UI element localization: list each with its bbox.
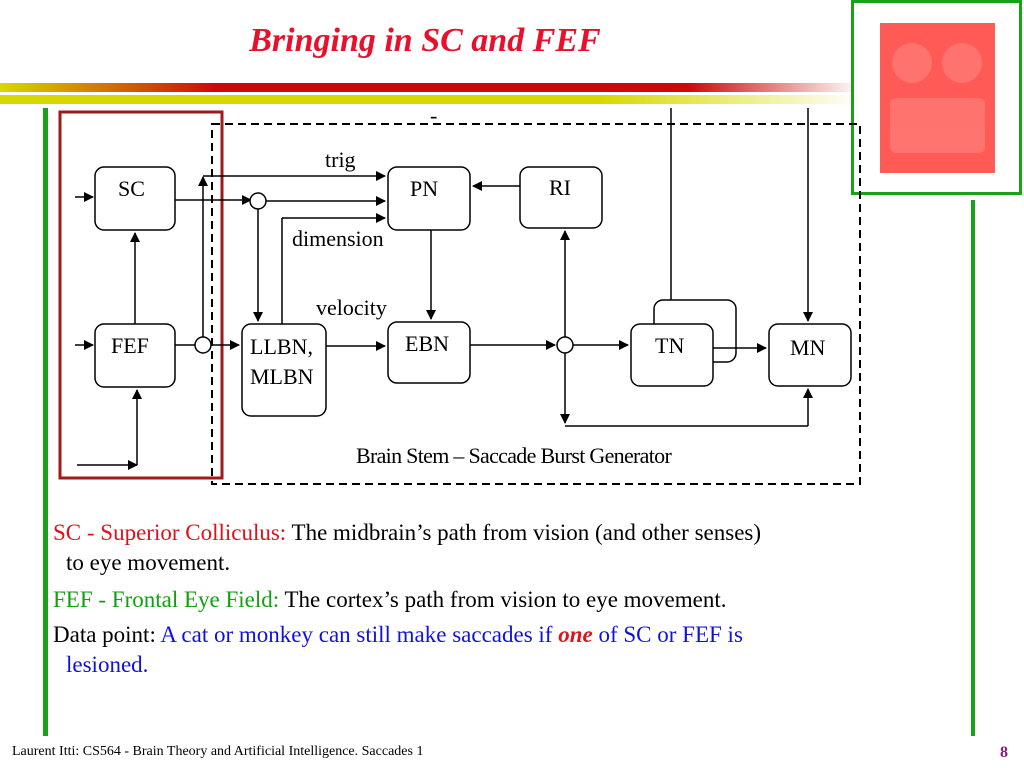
sc-junction [249,192,267,210]
bullet-fef: FEF - Frontal Eye Field: The cortex’s pa… [53,585,727,615]
minus-label: - [430,103,438,128]
ebn-node [387,321,471,384]
header-stripe-yellow [0,95,860,104]
velocity-label: velocity [316,295,387,320]
slide-title: Bringing in SC and FEF [249,22,601,59]
brainstem-region [211,123,861,485]
trig-label: trig [325,147,356,172]
bullet-sc-cont: to eye movement. [66,548,230,578]
fef-label: FEF [111,333,149,358]
bullet-sc: SC - Superior Colliculus: The midbrain’s… [53,518,761,548]
left-rule [43,108,48,736]
fef-term: FEF - Frontal Eye Field: [53,587,280,612]
data-point-part2: of SC or FEF is [592,622,743,647]
tn-label: TN [655,333,685,358]
data-point-cont: lesioned. [66,652,149,677]
ri-node [519,166,603,229]
fef-definition: The cortex’s path from vision to eye mov… [279,587,727,612]
usc-logo [880,23,995,173]
bullet-data-point: Data point: A cat or monkey can still ma… [53,620,743,650]
llbn-node [241,323,327,417]
ebn-junction [556,336,574,354]
data-point-lead: Data point: [53,622,161,647]
header-stripe-red [0,83,860,92]
pn-label: PN [410,176,439,201]
data-point-part1: A cat or monkey can still make saccades … [160,622,559,647]
llbn-label: LLBN, [250,334,313,359]
fef-junction [194,336,212,354]
page-number: 8 [1000,744,1008,761]
bullet-data-point-cont: lesioned. [66,650,148,680]
tn-node [630,323,714,387]
pn-node [387,166,471,231]
sc-fef-highlight [58,110,224,480]
sc-definition-cont: to eye movement. [66,550,231,575]
region-label: Brain Stem – Saccade Burst Generator [356,443,672,468]
dimension-label: dimension [292,226,384,251]
sc-node [94,166,176,231]
mlbn-label: MLBN [250,364,314,389]
ri-label: RI [549,175,571,200]
mn-label: MN [790,335,826,360]
footer: Laurent Itti: CS564 - Brain Theory and A… [12,744,424,759]
sc-label: SC [118,176,145,201]
right-rule [971,200,975,736]
data-point-emph: one [558,622,593,647]
mn-node [768,323,852,387]
sc-term: SC - Superior Colliculus: [53,520,287,545]
ebn-label: EBN [405,331,449,356]
sc-definition: The midbrain’s path from vision (and oth… [286,520,762,545]
